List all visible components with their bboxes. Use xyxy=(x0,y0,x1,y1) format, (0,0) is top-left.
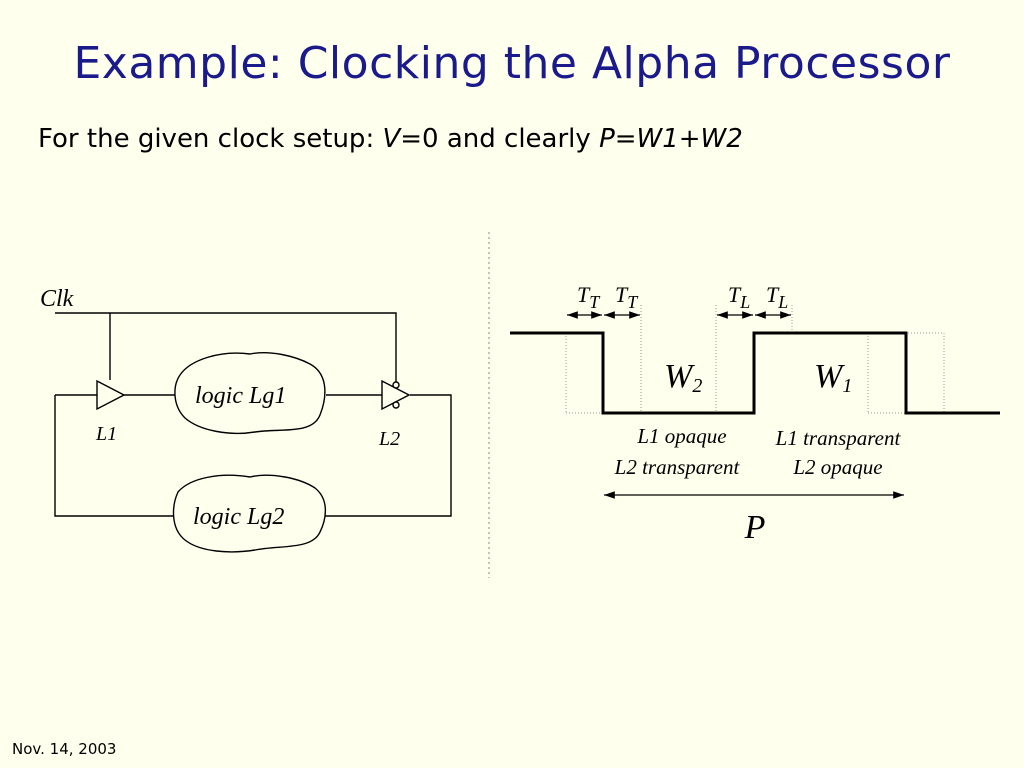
tt-label-1: TT xyxy=(577,282,601,312)
latch1-symbol xyxy=(96,379,126,411)
latch2-inverter-bubble xyxy=(392,381,400,389)
tl-label-2: TL xyxy=(766,282,788,312)
timing-guides xyxy=(565,305,945,414)
footer-date: Nov. 14, 2003 xyxy=(12,740,117,758)
low-phase-line1: L1 opaque xyxy=(636,424,726,448)
high-phase-line2: L2 opaque xyxy=(792,455,882,479)
high-phase-line1: L1 transparent xyxy=(775,426,902,450)
subtitle-prefix: For the given clock setup: xyxy=(38,124,383,154)
circuit-schematic xyxy=(54,312,452,553)
low-phase-line2: L2 transparent xyxy=(614,455,741,479)
slide-subtitle: For the given clock setup: V=0 and clear… xyxy=(38,124,743,154)
tl-label-1: TL xyxy=(728,282,750,312)
latch2-output-bubble xyxy=(392,401,400,409)
logic-lg1-cloud xyxy=(174,352,326,435)
timing-interval-arrows xyxy=(567,311,904,499)
slide-title: Example: Clocking the Alpha Processor xyxy=(73,38,951,89)
clock-waveform xyxy=(510,331,1000,415)
logic-lg2-cloud xyxy=(172,474,327,553)
logic2-label: logic Lg2 xyxy=(193,504,284,530)
w2-label: W2 xyxy=(664,358,702,397)
clk-label: Clk xyxy=(40,286,74,312)
logic1-label: logic Lg1 xyxy=(195,383,286,409)
clock-wire xyxy=(55,312,397,383)
subtitle-v-variable: V xyxy=(382,124,401,154)
w1-label: W1 xyxy=(814,358,852,397)
subtitle-v-expression: =0 and clearly xyxy=(400,124,600,154)
latch2-label: L2 xyxy=(378,428,400,450)
latch1-label: L1 xyxy=(95,423,117,445)
tt-label-2: TT xyxy=(615,282,639,312)
subtitle-p-expression: P=W1+W2 xyxy=(599,124,743,154)
loop-wire-bottom xyxy=(54,394,452,517)
period-label: P xyxy=(744,509,766,546)
